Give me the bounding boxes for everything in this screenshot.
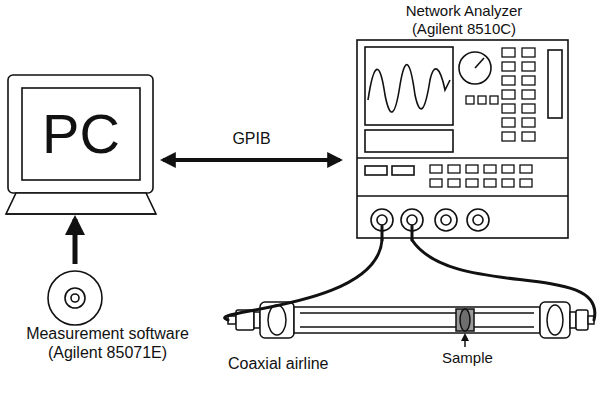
port	[467, 209, 489, 231]
leader-head	[461, 333, 469, 341]
drive-slot	[392, 166, 414, 175]
button	[522, 76, 535, 85]
button	[502, 165, 514, 173]
edge-label: GPIB	[230, 130, 272, 148]
button	[484, 165, 496, 173]
coaxial-cable	[412, 240, 595, 320]
button	[448, 165, 460, 173]
node-label: Coaxial airline	[228, 354, 329, 373]
button	[522, 62, 535, 71]
node-label: Network Analyzer (Agilent 8510C)	[384, 2, 544, 38]
button	[466, 165, 478, 173]
side-slot	[548, 50, 562, 118]
monitor	[8, 75, 153, 193]
front-panel	[365, 130, 453, 152]
button	[502, 179, 514, 187]
button	[522, 118, 535, 127]
coaxial-airline: Coaxial airline	[225, 296, 597, 380]
button	[484, 179, 496, 187]
button	[466, 179, 478, 187]
button	[430, 165, 442, 173]
monitor-screen	[22, 88, 140, 180]
port	[435, 209, 457, 231]
button	[502, 76, 515, 85]
part-label: Sample	[440, 349, 495, 366]
drive-slot	[365, 166, 387, 175]
node-label: Measurement software (Agilent 85071E)	[10, 324, 205, 362]
button	[430, 179, 442, 187]
install-arrow	[73, 219, 78, 264]
button	[448, 179, 460, 187]
button	[520, 165, 532, 173]
pc-monitor: PC	[8, 75, 153, 215]
button	[466, 96, 474, 104]
knob	[459, 52, 491, 84]
button	[522, 48, 535, 57]
screen-text: PC	[22, 88, 140, 180]
button	[522, 104, 535, 113]
cd-hole	[71, 294, 79, 302]
button	[502, 90, 515, 99]
analyzer-screen	[365, 47, 453, 125]
network-analyzer: Network Analyzer (Agilent 8510C)	[350, 0, 578, 240]
software-disc: Measurement software (Agilent 85071E)	[5, 268, 210, 366]
button	[502, 62, 515, 71]
analyzer-body	[357, 40, 568, 238]
button	[478, 96, 486, 104]
trace	[368, 65, 450, 112]
button	[502, 48, 515, 57]
button	[502, 104, 515, 113]
coaxial-airline	[228, 302, 594, 338]
button	[522, 132, 535, 141]
cd-hole-ring	[65, 288, 85, 308]
cd-disc	[48, 271, 102, 325]
pc-base	[6, 193, 156, 214]
gpib-arrow	[163, 158, 340, 162]
sample	[456, 309, 474, 331]
coaxial-cable	[225, 240, 382, 320]
button	[522, 90, 535, 99]
button	[520, 179, 532, 187]
button	[502, 118, 515, 127]
button	[502, 132, 515, 141]
button	[490, 96, 498, 104]
